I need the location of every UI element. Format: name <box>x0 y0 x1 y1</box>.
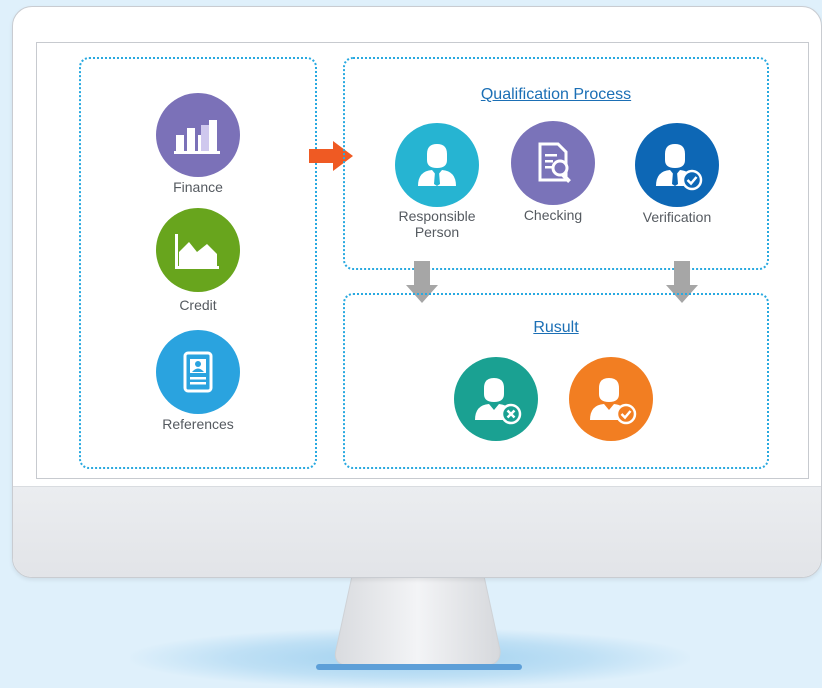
references-circle <box>156 330 240 414</box>
finance-circle <box>156 93 240 177</box>
verification-label: Verification <box>642 209 712 225</box>
checking-circle <box>511 121 595 205</box>
person-approved-icon <box>590 378 637 425</box>
finance-label: Finance <box>173 179 223 195</box>
down-arrow-right <box>666 261 698 303</box>
area-chart-icon <box>175 234 219 269</box>
responsible-label-line1: Responsible <box>398 208 476 224</box>
approved-circle <box>569 357 653 441</box>
verification-circle <box>635 123 719 207</box>
id-card-icon <box>183 351 213 393</box>
rejected-circle <box>454 357 538 441</box>
responsible-person-label: Responsible Person <box>377 208 497 240</box>
qualification-group <box>343 57 769 270</box>
person-check-icon <box>656 144 703 191</box>
person-icon <box>418 144 456 186</box>
document-search-icon <box>538 142 571 183</box>
down-arrow-left <box>406 261 438 303</box>
responsible-person-circle <box>395 123 479 207</box>
bar-chart-icon <box>174 120 220 154</box>
checking-label: Checking <box>523 207 583 223</box>
sources-group <box>79 57 317 469</box>
person-rejected-icon <box>475 378 522 425</box>
result-title: Rusult <box>533 319 579 336</box>
result-group <box>343 293 769 469</box>
monitor-chin <box>13 486 821 577</box>
qualification-title: Qualification Process <box>480 86 632 103</box>
monitor-screen: Finance Credit References Qualification … <box>36 42 809 479</box>
flow-arrow <box>309 141 353 171</box>
credit-label: Credit <box>179 297 217 313</box>
credit-circle <box>156 208 240 292</box>
responsible-label-line2: Person <box>414 224 460 240</box>
references-label: References <box>162 416 234 432</box>
